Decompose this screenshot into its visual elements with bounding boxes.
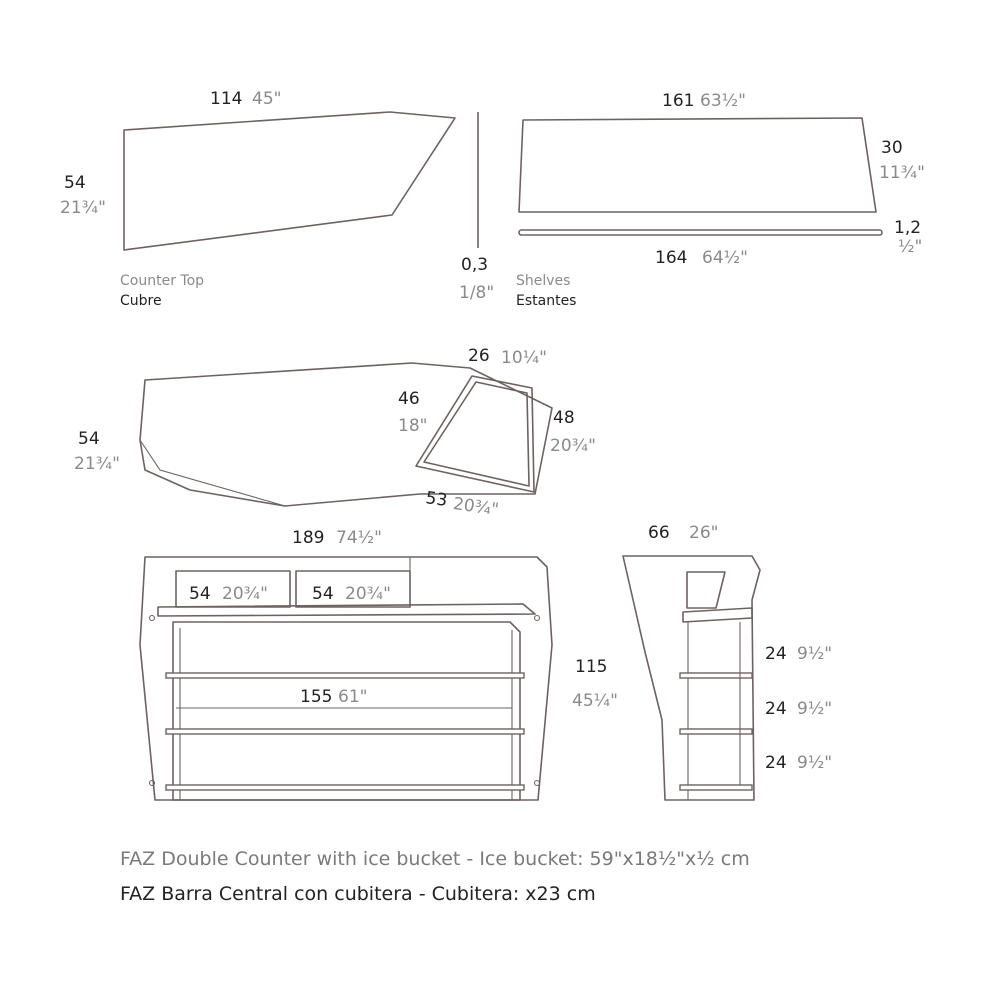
shelf-thick-cm: 1,2 (894, 218, 921, 238)
top-view-c-cm: 48 (553, 408, 575, 428)
gap2-in: 9½" (797, 699, 832, 719)
top-view-c-in: 20¾" (550, 436, 596, 456)
counter-top-depth-cm: 54 (64, 173, 86, 193)
screw-icon (148, 779, 156, 787)
side-view-opening (686, 571, 726, 609)
screw-icon (148, 614, 156, 622)
gap2-cm: 24 (765, 699, 787, 719)
gap3-cm: 24 (765, 753, 787, 773)
front-shelf-1 (165, 672, 525, 679)
side-view-outline (622, 555, 761, 801)
front-counter-ledge (157, 603, 536, 617)
front-height-in: 45¼" (572, 691, 618, 711)
side-shelf-1 (679, 672, 753, 679)
front-height-cm: 115 (575, 657, 607, 677)
top-view-b-in: 18" (398, 416, 427, 436)
counter-top-width-in: 45" (252, 89, 281, 109)
counter-top-label-en: Counter Top (120, 273, 204, 289)
shelf-profile (518, 229, 883, 236)
top-view-a-in: 10¼" (501, 348, 547, 368)
screw-icon (533, 614, 541, 622)
top-view-b-cm: 46 (398, 389, 420, 409)
counter-top-width-cm: 114 (210, 89, 242, 109)
shelves-label-es: Estantes (516, 293, 576, 309)
gap3-in: 9½" (797, 753, 832, 773)
ice-bucket-outer (415, 375, 535, 493)
shelf-thick-in: ½" (898, 237, 922, 257)
bucket-compartment-2 (295, 570, 411, 608)
caption-spanish: FAZ Barra Central con cubitera - Cubiter… (120, 883, 596, 905)
top-view-a-cm: 26 (468, 346, 490, 366)
bucket1-in: 20¾" (222, 584, 268, 604)
top-view-outline (139, 362, 553, 507)
ice-bucket-inner (423, 381, 530, 487)
caption-english: FAZ Double Counter with ice bucket - Ice… (120, 848, 750, 870)
side-shelf-2 (679, 728, 753, 735)
counter-top-label-es: Cubre (120, 293, 162, 309)
inner-width-in: 61" (338, 687, 367, 707)
shelf-bottom-in: 64½" (702, 248, 748, 268)
top-view-depth-cm: 54 (78, 429, 100, 449)
top-view-facet-line (139, 439, 286, 507)
shelf-shape (518, 117, 877, 213)
gap1-cm: 24 (765, 644, 787, 664)
bucket1-cm: 54 (189, 584, 211, 604)
counter-top-depth-in: 21¾" (60, 198, 106, 218)
top-view-d-cm: 53 (424, 488, 448, 511)
top-view-d-in: 20¾" (452, 494, 500, 520)
counter-top-thickness-in: 1/8" (459, 283, 494, 303)
counter-top-shape (123, 111, 456, 251)
front-shelf-3 (165, 784, 525, 791)
side-depth-in: 26" (689, 523, 718, 543)
bucket2-cm: 54 (312, 584, 334, 604)
side-depth-cm: 66 (648, 523, 670, 543)
inner-width-cm: 155 (300, 687, 332, 707)
front-view-outline (139, 556, 553, 801)
front-inner-frame (172, 621, 521, 801)
top-view-depth-in: 21¾" (74, 454, 120, 474)
shelf-depth-cm: 30 (881, 138, 903, 158)
front-width-in: 74½" (336, 528, 382, 548)
counter-top-thickness-cm: 0,3 (461, 255, 488, 275)
side-shelf-3 (679, 784, 753, 791)
shelf-top-cm: 161 (662, 91, 694, 111)
shelf-depth-in: 11¾" (879, 163, 925, 183)
shelves-label-en: Shelves (516, 273, 570, 289)
screw-icon (533, 779, 541, 787)
side-view-top-ledge (682, 607, 753, 623)
shelf-top-in: 63½" (700, 91, 746, 111)
bucket2-in: 20¾" (345, 584, 391, 604)
gap1-in: 9½" (797, 644, 832, 664)
shelf-bottom-cm: 164 (655, 248, 687, 268)
front-shelf-2 (165, 728, 525, 735)
front-width-cm: 189 (292, 528, 324, 548)
